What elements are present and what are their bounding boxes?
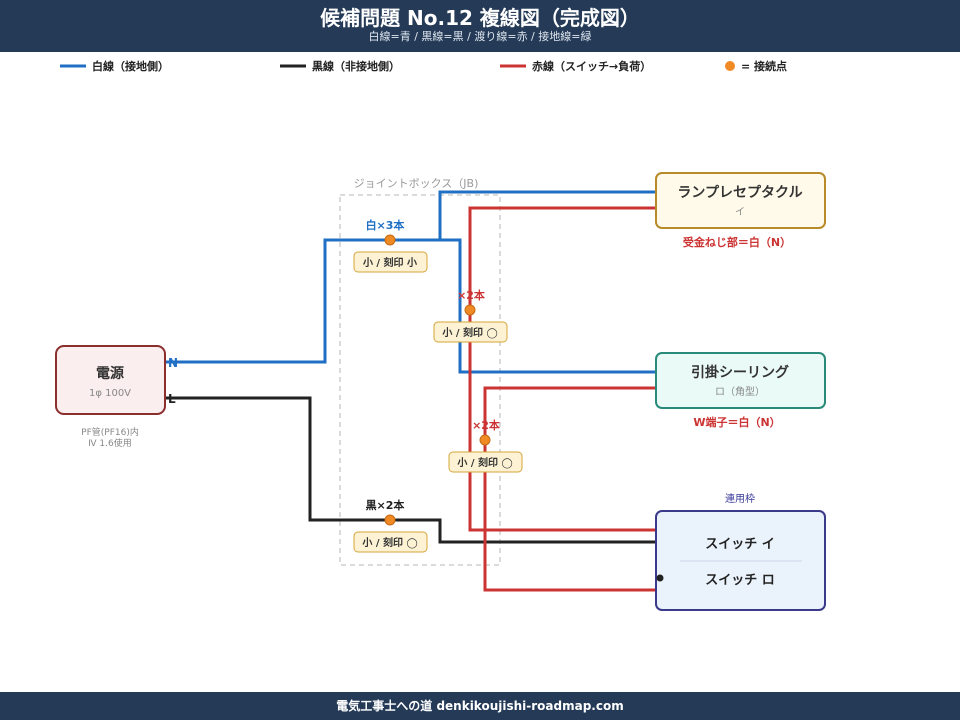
white-wire-lamp (390, 190, 656, 242)
lamp-receptacle-box (655, 172, 826, 229)
joint-red2-label: ×2本 (472, 418, 500, 432)
legend: 白線（接地側） 黒線（非接地側） 赤線（スイッチ→負荷） = 接続点 (60, 59, 787, 73)
sleeve-black-badge (353, 531, 428, 553)
legend-joint-label: = 接続点 (741, 59, 787, 73)
line-label: L (168, 392, 176, 406)
legend-black-label: 黒線（非接地側） (312, 59, 400, 73)
power-source-box (55, 345, 166, 415)
lamp-receptacle-title: ランプレセプタクル (677, 185, 802, 201)
sleeve-red2-text: 小 / 刻印 ◯ (456, 456, 512, 469)
red-wire-lamp-switch-i (468, 206, 656, 532)
page-subtitle: 白線=青 / 黒線=黒 / 渡り線=赤 / 接地線=緑 (368, 30, 592, 43)
ceiling-box (655, 352, 826, 409)
red-wires (468, 206, 656, 592)
power-source-title: 電源 (96, 365, 124, 382)
ceiling-note: W端子＝白（N） (693, 415, 780, 429)
switch-crossover-dot (656, 574, 664, 582)
red-wire-ceiling-switch-ro (483, 386, 656, 592)
sleeve-red2-badge (448, 451, 523, 473)
legend-joint-dot (725, 61, 735, 71)
joint-white-dot (384, 234, 396, 246)
sleeve-white-text: 小 / 刻印 小 (362, 256, 417, 269)
joint-red2-dot (479, 434, 491, 446)
switch-i-label: スイッチ イ (705, 537, 775, 552)
legend-white-label: 白線（接地側） (92, 59, 169, 73)
black-wire-power (166, 396, 390, 522)
switch-ro-label: スイッチ ロ (705, 573, 775, 588)
white-wire-ceiling (440, 238, 656, 374)
lamp-receptacle-sub: イ (735, 207, 745, 218)
conduit-note: PF管(PF16)内 (81, 426, 139, 438)
sleeve-black-text: 小 / 刻印 ◯ (361, 536, 417, 549)
legend-red-label: 赤線（スイッチ→負荷） (532, 59, 651, 73)
header-bar: 候補問題 No.12 複線図（完成図） 白線=青 / 黒線=黒 / 渡り線=赤 … (0, 0, 960, 52)
joint-red1-label: ×2本 (457, 288, 485, 302)
joint-black-dot (384, 514, 396, 526)
sleeve-red1-badge (433, 321, 508, 343)
wire-spec-note: Ⅳ 1.6使用 (88, 437, 131, 449)
footer-text: 電気工事士への道 denkikoujishi-roadmap.com (336, 699, 624, 713)
sleeve-white-badge (353, 251, 428, 273)
footer-bar: 電気工事士への道 denkikoujishi-roadmap.com (0, 692, 960, 720)
joint-white-label: 白×3本 (366, 218, 405, 232)
joint-red1-dot (464, 304, 476, 316)
switch-frame-label: 連用枠 (725, 492, 755, 505)
lamp-receptacle-note: 受金ねじ部＝白（N） (683, 235, 791, 249)
junction-box-label: ジョイントボックス（JB) (354, 177, 479, 190)
white-wire-power (166, 238, 390, 364)
ceiling-title: 引掛シーリング (691, 364, 789, 381)
junction-box-outline (339, 194, 501, 566)
joint-black-label: 黒×2本 (366, 498, 405, 512)
ceiling-sub: ロ（角型） (715, 385, 765, 398)
neutral-label: N (168, 356, 178, 370)
power-source-spec: 1φ 100V (89, 388, 131, 399)
page-title: 候補問題 No.12 複線図（完成図） (320, 6, 640, 30)
white-wires (166, 190, 656, 374)
sleeve-red1-text: 小 / 刻印 ◯ (441, 326, 497, 339)
